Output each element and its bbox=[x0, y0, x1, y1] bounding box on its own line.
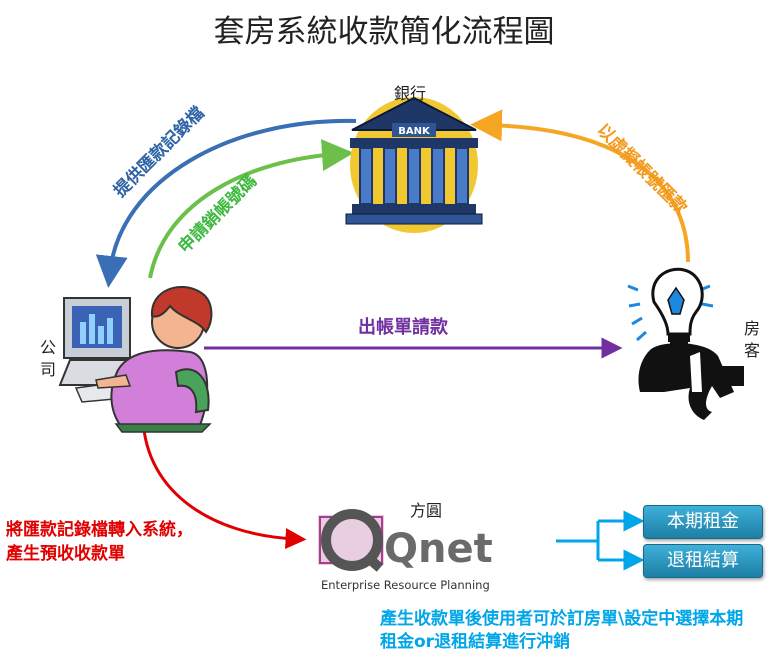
bracket-arrows bbox=[556, 510, 645, 571]
bank-icon: BANK bbox=[345, 96, 483, 233]
qnet-label: 方圓 bbox=[410, 501, 443, 520]
company-worker-icon bbox=[58, 285, 213, 433]
qnet-tagline: Enterprise Resource Planning bbox=[321, 578, 490, 592]
arrow-virtual-remit bbox=[470, 109, 690, 263]
rent-button[interactable]: 本期租金 bbox=[643, 505, 763, 539]
settlement-button[interactable]: 退租結算 bbox=[643, 544, 763, 578]
invoice-label: 出帳單請款 bbox=[358, 317, 448, 338]
page-title: 套房系統收款簡化流程圖 bbox=[213, 14, 555, 50]
note-label: 產生收款單後使用者可於訂房單\設定中選擇本期租金or退租結算進行沖銷 bbox=[380, 609, 744, 652]
company-label: 公司 bbox=[40, 338, 57, 379]
arrow-transfer bbox=[141, 407, 307, 549]
guest-lightbulb-icon bbox=[627, 267, 744, 420]
guest-label: 房客 bbox=[744, 319, 761, 360]
arrow-provide-file bbox=[95, 118, 357, 288]
arrow-apply-account bbox=[148, 139, 354, 279]
qnet-logo-text: Qnet bbox=[384, 526, 493, 572]
bank-label: 銀行 bbox=[394, 84, 427, 103]
transfer-label: 將匯款記錄檔轉入系統，產生預收收款單 bbox=[6, 520, 193, 564]
qnet-logo: Qnet Enterprise Resource Planning bbox=[318, 509, 493, 592]
bank-sign-text: BANK bbox=[398, 126, 431, 137]
